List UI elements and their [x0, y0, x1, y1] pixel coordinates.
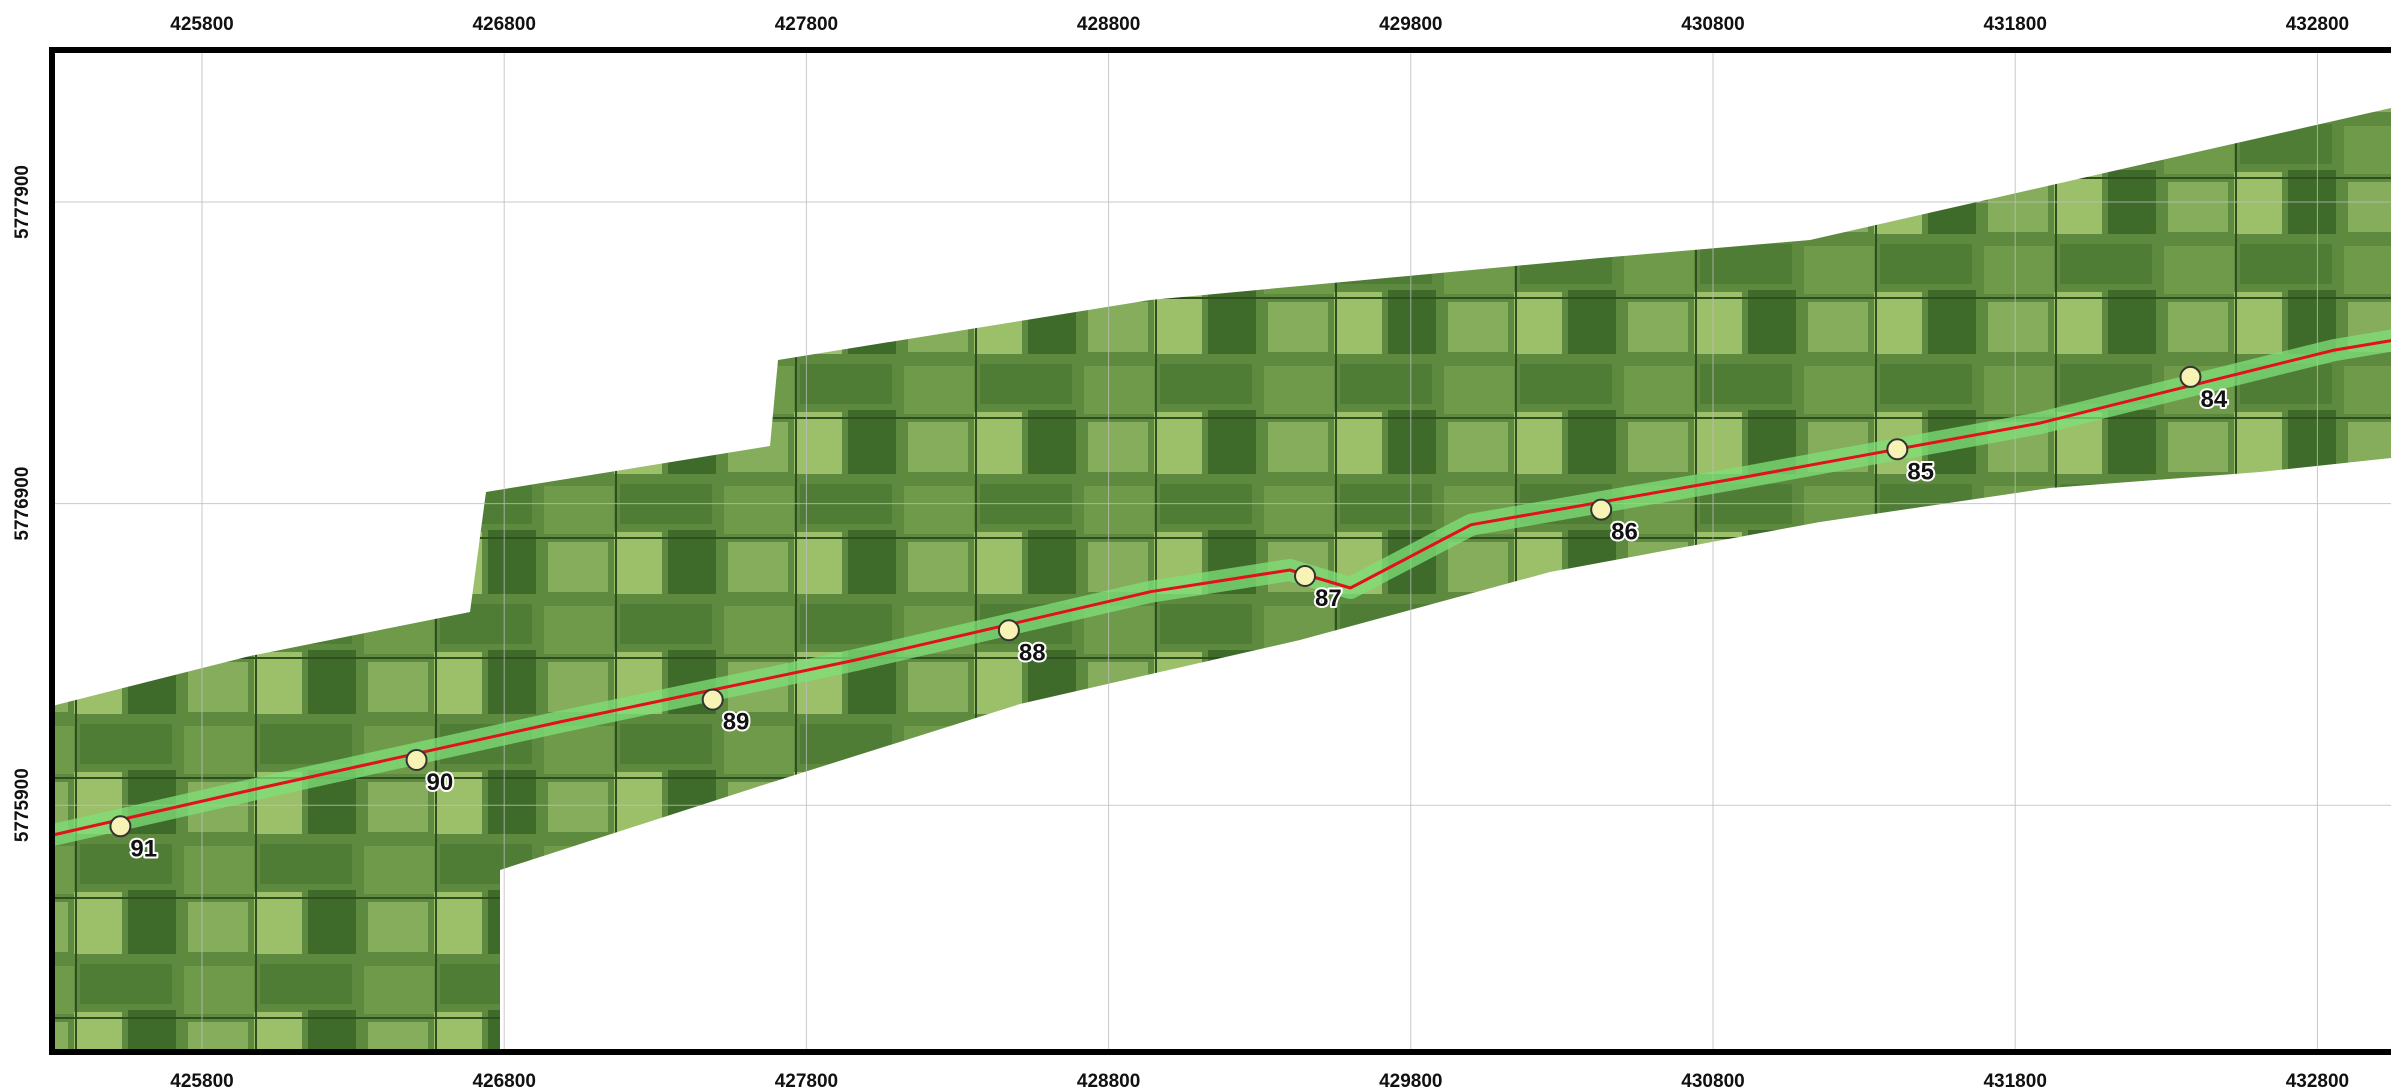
kp-label-86: 86 — [1611, 519, 1638, 546]
kp-marker-91[interactable] — [109, 815, 132, 838]
kp-marker-86[interactable] — [1590, 498, 1613, 521]
x-tick-top-0: 425800 — [170, 14, 233, 35]
y-tick-labels: 5777900 5776900 5775900 — [12, 165, 33, 842]
x-tick-top-7: 432800 — [2286, 14, 2349, 35]
kp-label-84: 84 — [2200, 386, 2227, 413]
x-tick-bottom-5: 430800 — [1681, 1071, 1744, 1090]
x-tick-top-1: 426800 — [472, 14, 535, 35]
x-tick-top-5: 430800 — [1681, 14, 1744, 35]
kp-label-90: 90 — [427, 769, 454, 796]
x-tick-labels-top: 425800 426800 427800 428800 429800 430800 4318… — [170, 14, 2349, 35]
pipeline-route — [52, 329, 2391, 847]
kp-label-88: 88 — [1019, 639, 1046, 666]
kp-label-89: 89 — [723, 709, 750, 736]
map-frame — [49, 47, 2391, 1055]
kp-marker-88[interactable] — [997, 619, 1020, 642]
kp-marker-89[interactable] — [701, 688, 724, 711]
x-tick-top-4: 429800 — [1379, 14, 1442, 35]
y-tick-2: 5775900 — [12, 768, 33, 842]
x-tick-top-2: 427800 — [775, 14, 838, 35]
kp-marker-85[interactable] — [1886, 438, 1909, 461]
kp-label-85: 85 — [1907, 458, 1934, 485]
x-tick-bottom-6: 431800 — [1983, 1071, 2046, 1090]
x-tick-bottom-1: 426800 — [472, 1071, 535, 1090]
x-tick-bottom-2: 427800 — [775, 1071, 838, 1090]
x-tick-bottom-7: 432800 — [2286, 1071, 2349, 1090]
kp-label-87: 87 — [1315, 585, 1342, 612]
x-tick-bottom-3: 428800 — [1077, 1071, 1140, 1090]
kp-marker-84[interactable] — [2179, 365, 2202, 388]
kp-marker-90[interactable] — [405, 748, 428, 771]
y-tick-0: 5777900 — [12, 165, 33, 239]
x-tick-bottom-4: 429800 — [1379, 1071, 1442, 1090]
x-tick-labels-bottom: 425800 426800 427800 428800 429800 430800 4318… — [170, 1071, 2349, 1090]
x-tick-top-6: 431800 — [1983, 14, 2046, 35]
kp-markers: 91 90 89 88 87 86 85 84 — [109, 365, 2230, 864]
y-tick-1: 5776900 — [12, 467, 33, 541]
kp-label-91: 91 — [130, 835, 157, 862]
x-tick-top-3: 428800 — [1077, 14, 1140, 35]
route-centreline — [52, 339, 2391, 837]
kp-marker-87[interactable] — [1294, 564, 1317, 587]
x-tick-bottom-0: 425800 — [170, 1071, 233, 1090]
